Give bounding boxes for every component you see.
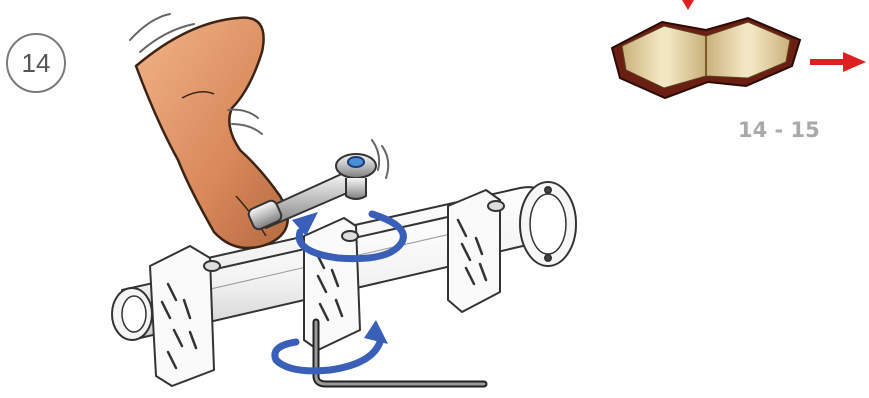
step-number-badge: 14 xyxy=(6,33,66,93)
arrow-right-icon xyxy=(810,52,866,72)
step-number: 14 xyxy=(22,48,51,79)
manual-page-reference: 14 - 15 xyxy=(738,118,808,142)
arrow-down-icon xyxy=(682,0,694,10)
clamp-plate-left xyxy=(150,246,220,386)
clamp-plate-middle xyxy=(304,218,360,350)
clamp-plate-right xyxy=(448,190,504,312)
open-book-icon xyxy=(612,18,800,98)
